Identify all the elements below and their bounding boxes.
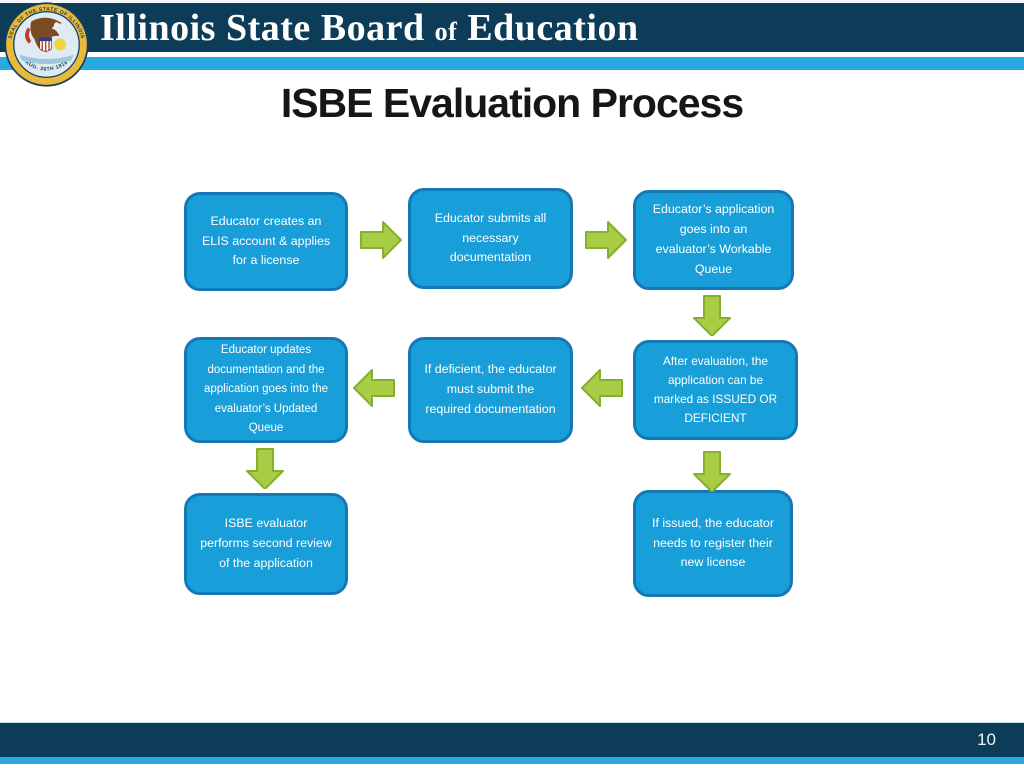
flow-box-updated-queue: Educator updates documentation and the a… xyxy=(184,337,348,443)
flow-box-label: Educator submits all necessary documenta… xyxy=(434,210,547,265)
flow-box-label: If issued, the educator needs to registe… xyxy=(652,515,774,570)
footer-bar: 10 xyxy=(0,722,1024,757)
brand-end-text: Education xyxy=(457,7,639,49)
arrow-left-icon xyxy=(581,369,623,407)
flow-box-create-account: Educator creates an ELIS account & appli… xyxy=(184,192,348,291)
flow-box-deficient-resubmit: If deficient, the educator must submit t… xyxy=(408,337,573,443)
flow-box-label: Educator creates an ELIS account & appli… xyxy=(201,213,331,268)
flow-box-label: Educator’s application goes into an eval… xyxy=(652,202,775,276)
arrow-down-icon xyxy=(693,295,731,336)
header-bar xyxy=(0,3,1024,52)
header-accent-stripe xyxy=(0,57,1024,70)
seal-shield-art xyxy=(39,37,52,53)
arrow-right-icon xyxy=(585,221,627,259)
flow-box-second-review: ISBE evaluator performs second review of… xyxy=(184,493,348,595)
seal-eagle-art xyxy=(30,17,62,51)
top-edge-line xyxy=(0,0,1024,3)
seal-sun-art xyxy=(54,38,67,51)
footer-accent-stripe xyxy=(0,757,1024,764)
flow-box-workable-queue: Educator’s application goes into an eval… xyxy=(633,190,794,290)
flow-box-label: After evaluation, the application can be… xyxy=(653,354,778,425)
flow-box-evaluation-result: After evaluation, the application can be… xyxy=(633,340,798,440)
arrow-down-icon xyxy=(246,448,284,489)
seal-eagle-head-art xyxy=(53,22,60,28)
brand-of-text: of xyxy=(434,17,458,46)
arrow-right-icon xyxy=(360,221,402,259)
header-gap xyxy=(0,52,1024,57)
flow-box-submit-documentation: Educator submits all necessary documenta… xyxy=(408,188,573,289)
seal-water-art xyxy=(19,54,74,65)
arrow-left-icon xyxy=(353,369,395,407)
flow-box-label: Educator updates documentation and the a… xyxy=(203,344,329,435)
page-title: ISBE Evaluation Process xyxy=(280,80,744,126)
seal-ribbon-art xyxy=(25,27,32,44)
flow-box-label: ISBE evaluator performs second review of… xyxy=(200,516,332,570)
page-number: 10 xyxy=(977,730,996,749)
brand-title: Illinois State Board of Education xyxy=(100,6,639,50)
illinois-state-seal-icon: SEAL OF THE STATE OF ILLINOIS AUG. 26TH … xyxy=(4,2,89,87)
arrow-down-icon xyxy=(693,451,731,492)
flow-box-label: If deficient, the educator must submit t… xyxy=(424,362,557,416)
brand-main-text: Illinois State Board xyxy=(100,7,435,49)
flow-box-register-license: If issued, the educator needs to registe… xyxy=(633,490,793,597)
